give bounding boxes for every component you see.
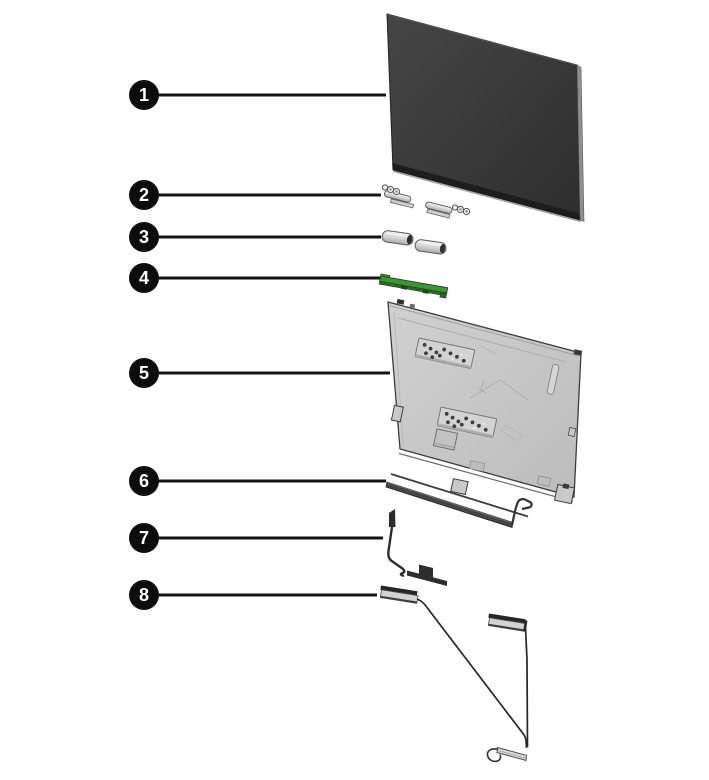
lower-bracket-plate [436, 406, 498, 438]
leader-lines [157, 93, 390, 597]
callout-2: 2 [129, 180, 159, 210]
antenna-left [379, 585, 419, 604]
callout-6: 6 [129, 466, 159, 496]
callout-7-number: 7 [138, 528, 149, 548]
callout-4: 4 [129, 263, 159, 293]
antenna-cable-right [524, 627, 529, 748]
antenna-kit-part [379, 585, 529, 763]
callout-5: 5 [129, 358, 159, 388]
back-cover-part [387, 298, 583, 505]
hinge-right [425, 201, 471, 219]
callout-7: 7 [129, 523, 159, 553]
cable-end-hook [486, 748, 502, 763]
upper-bracket-plate [414, 337, 476, 369]
callout-4-number: 4 [138, 268, 149, 288]
antenna-right [487, 613, 528, 632]
callout-8-number: 8 [138, 585, 149, 605]
antenna-cable-left [416, 598, 528, 749]
callout-3-number: 3 [138, 227, 149, 247]
callout-5-number: 5 [138, 363, 149, 383]
callout-3: 3 [129, 222, 159, 252]
callout-1-number: 1 [138, 85, 149, 105]
display-cable-part [387, 509, 447, 586]
hinge-left [381, 184, 415, 209]
trim-strip-part [385, 473, 533, 529]
callout-8: 8 [129, 580, 159, 610]
callout-6-number: 6 [138, 471, 149, 491]
display-panel-part [386, 13, 585, 223]
hinge-cover-left [381, 230, 414, 246]
callout-2-number: 2 [138, 185, 149, 205]
sensor-board-part [378, 273, 449, 299]
callout-1: 1 [129, 80, 159, 110]
hinge-cover-right [414, 239, 447, 255]
